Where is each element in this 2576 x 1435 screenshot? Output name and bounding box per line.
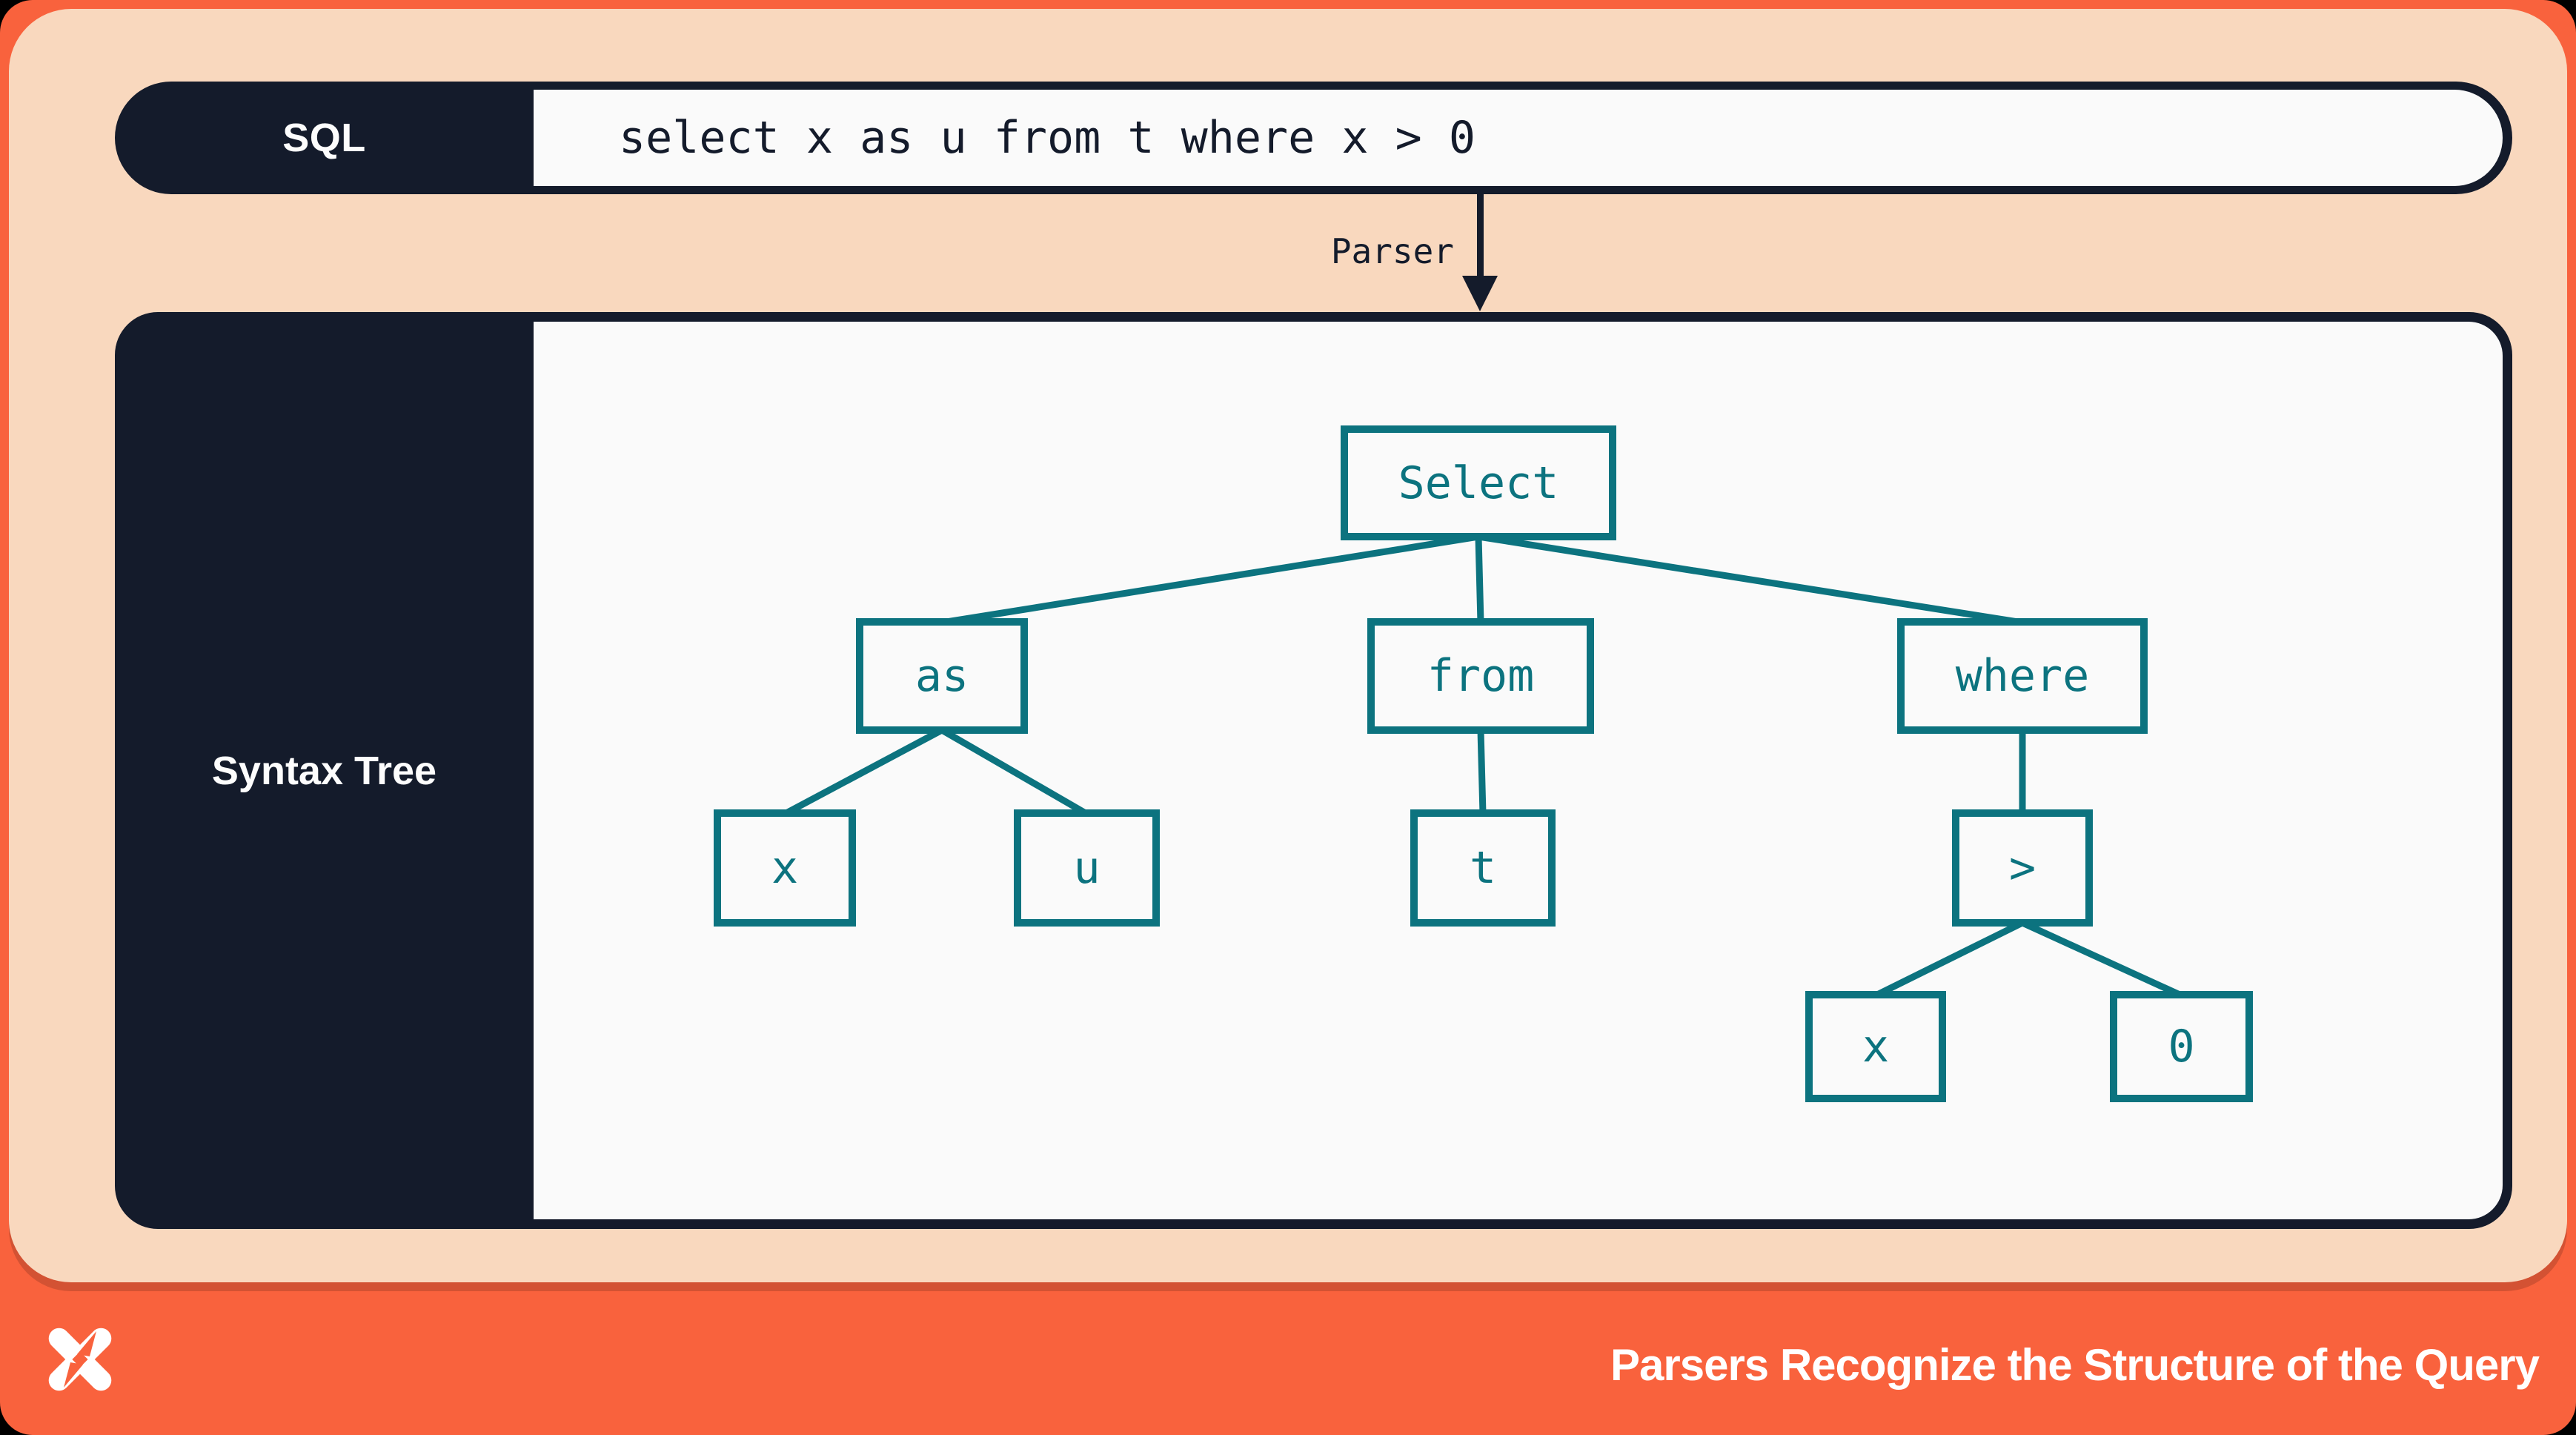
sql-query-text: select x as u from t where x > 0 xyxy=(619,112,1475,164)
tree-node-t: t xyxy=(1410,809,1556,927)
tree-node-where: where xyxy=(1897,618,2148,734)
tree-edges xyxy=(783,533,2183,999)
syntax-tree-label: Syntax Tree xyxy=(211,748,437,793)
tree-node-x-operand: x xyxy=(1805,991,1946,1102)
tree-node-as: as xyxy=(856,618,1028,734)
pinwheel-x-logo-icon xyxy=(48,1328,112,1391)
sql-bar: SQL select x as u from t where x > 0 xyxy=(115,82,2512,194)
tree-node-zero: 0 xyxy=(2110,991,2253,1102)
parser-arrow-head-icon xyxy=(1462,276,1498,311)
tree-node-from: from xyxy=(1367,618,1594,734)
tree-node-u: u xyxy=(1014,809,1160,927)
sql-bar-label: SQL xyxy=(282,116,366,160)
sql-query-box: select x as u from t where x > 0 xyxy=(534,90,2503,186)
parser-arrow-line xyxy=(1477,194,1484,277)
footer-caption: Parsers Recognize the Structure of the Q… xyxy=(1610,1340,2540,1390)
tree-node-greater-than: > xyxy=(1952,809,2093,927)
syntax-tree-canvas: Select as from where x u t > x 0 xyxy=(534,322,2503,1219)
parser-label: Parser xyxy=(1330,231,1454,271)
tree-node-x-alias: x xyxy=(714,809,856,927)
tree-node-select: Select xyxy=(1341,425,1616,540)
slide-canvas: SQL select x as u from t where x > 0 Par… xyxy=(9,9,2567,1282)
syntax-tree-panel: Syntax Tree Select as from where x u t >… xyxy=(115,312,2512,1229)
